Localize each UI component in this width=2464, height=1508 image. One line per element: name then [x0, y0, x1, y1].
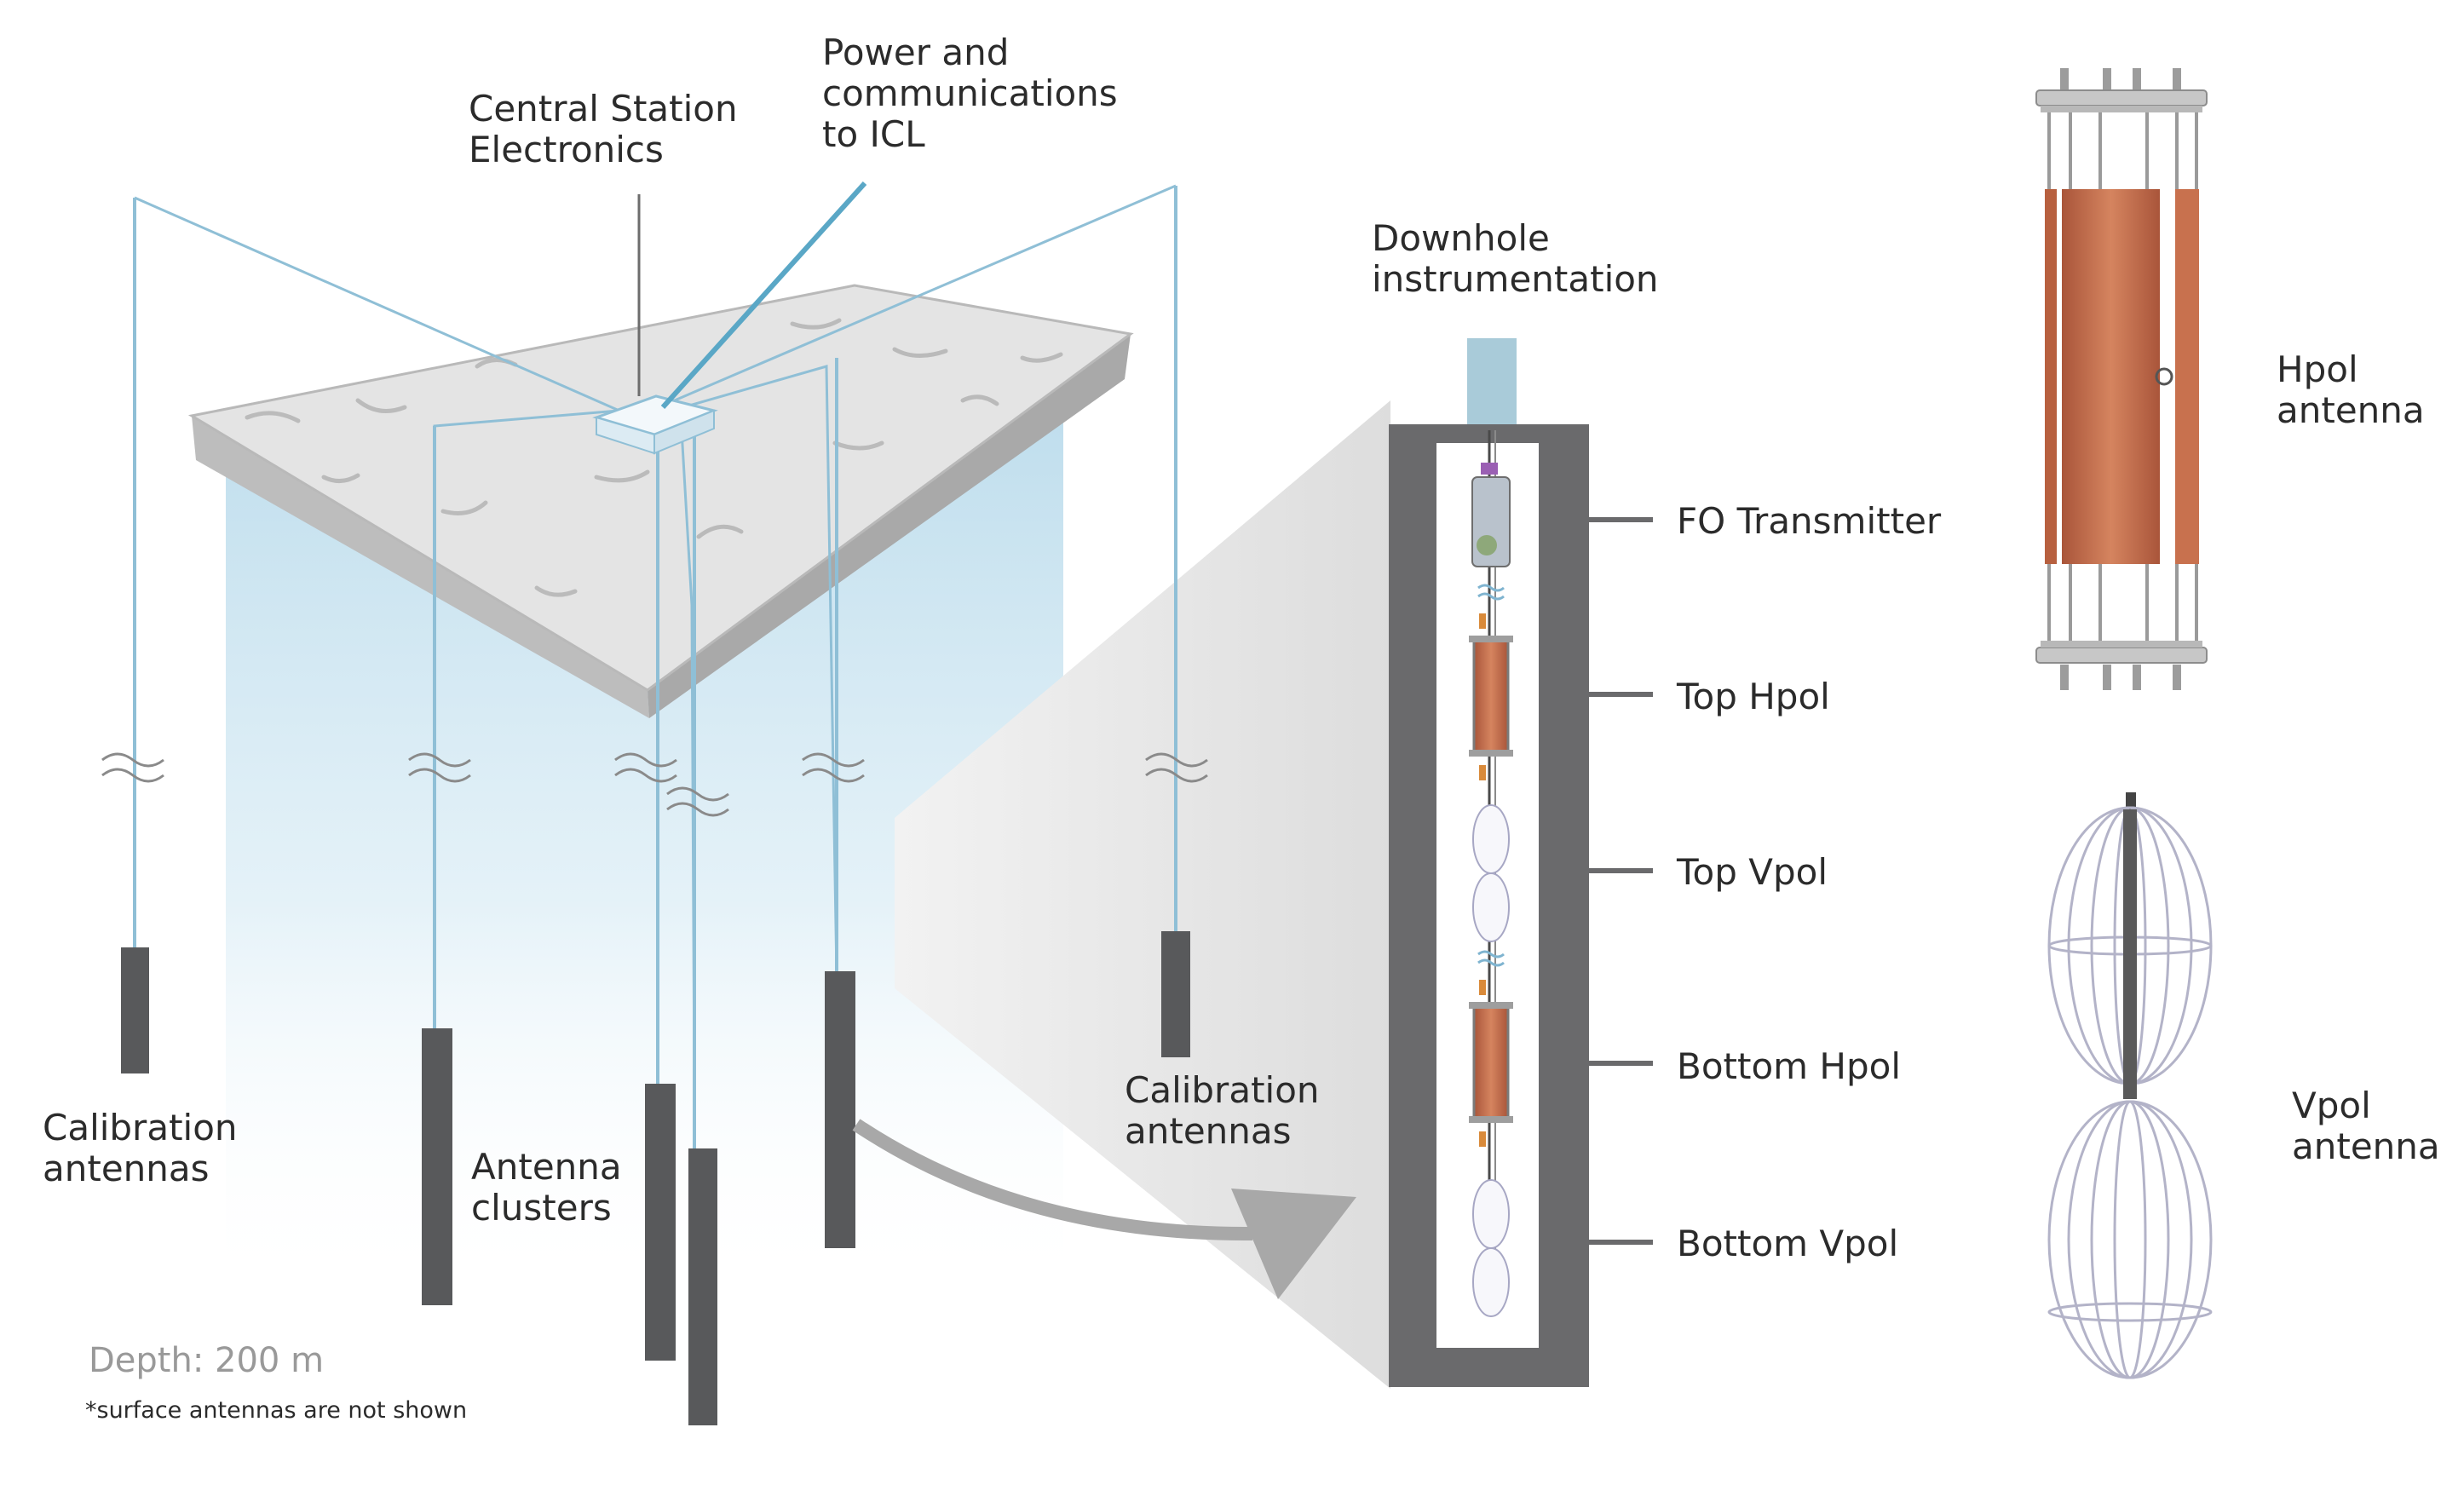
power-label-line1: Power and — [822, 32, 1010, 73]
ice-surface-slab — [187, 284, 1134, 718]
central-station-label: Central Station Electronics — [469, 89, 738, 170]
zoom-arrow — [852, 1119, 1253, 1241]
vpol-line2: antenna — [2292, 1125, 2440, 1167]
downhole-label: Downhole instrumentation — [1372, 218, 1659, 300]
top-hpol-label: Top Hpol — [1677, 676, 1830, 717]
hpol-antenna-label: Hpol antenna — [2277, 349, 2425, 431]
central-station-label-line1: Central Station — [469, 88, 738, 130]
calib-left-line2: antennas — [43, 1148, 210, 1189]
depth-label: Depth: 200 m — [89, 1341, 325, 1380]
fo-transmitter-label: FO Transmitter — [1677, 500, 1942, 542]
downhole-box — [1467, 338, 1517, 430]
downhole-label-line2: instrumentation — [1372, 258, 1659, 300]
calibration-antennas-right-label: Calibration antennas — [1125, 1070, 1320, 1152]
top-vpol-label: Top Vpol — [1677, 851, 1828, 893]
hpol-line1: Hpol — [2277, 348, 2358, 390]
calib-left-line1: Calibration — [43, 1107, 238, 1148]
hpol-antenna-illustration — [2035, 68, 2208, 690]
footnote: *surface antennas are not shown — [85, 1397, 468, 1424]
bottom-vpol-label: Bottom Vpol — [1677, 1223, 1899, 1264]
central-station-label-line2: Electronics — [469, 129, 664, 170]
borehole-instrument-string — [1469, 430, 1513, 1317]
vpol-antenna-illustration — [2047, 792, 2213, 1379]
power-label-line2: communications — [822, 72, 1118, 114]
power-communications-label: Power and communications to ICL — [822, 32, 1118, 155]
zoom-wedge — [895, 400, 1390, 1389]
antenna-strings — [121, 931, 1190, 1425]
clusters-line2: clusters — [471, 1187, 612, 1229]
vpol-antenna-label: Vpol antenna — [2292, 1085, 2440, 1167]
antenna-clusters-label: Antenna clusters — [471, 1147, 622, 1229]
vpol-line1: Vpol — [2292, 1085, 2371, 1126]
break-marks — [101, 752, 1208, 817]
calib-right-line1: Calibration — [1125, 1069, 1320, 1111]
bottom-hpol-label: Bottom Hpol — [1677, 1045, 1902, 1087]
central-station-box — [592, 394, 718, 455]
clusters-line1: Antenna — [471, 1146, 622, 1188]
borehole-label-leaders — [1589, 517, 1653, 1245]
calib-right-line2: antennas — [1125, 1110, 1292, 1152]
hpol-line2: antenna — [2277, 389, 2425, 431]
calibration-antennas-left-label: Calibration antennas — [43, 1108, 238, 1189]
power-label-line3: to ICL — [822, 113, 925, 155]
icl-cable — [660, 181, 867, 410]
zoom-arrow-head — [1231, 1189, 1356, 1299]
downhole-label-line1: Downhole — [1372, 217, 1550, 259]
